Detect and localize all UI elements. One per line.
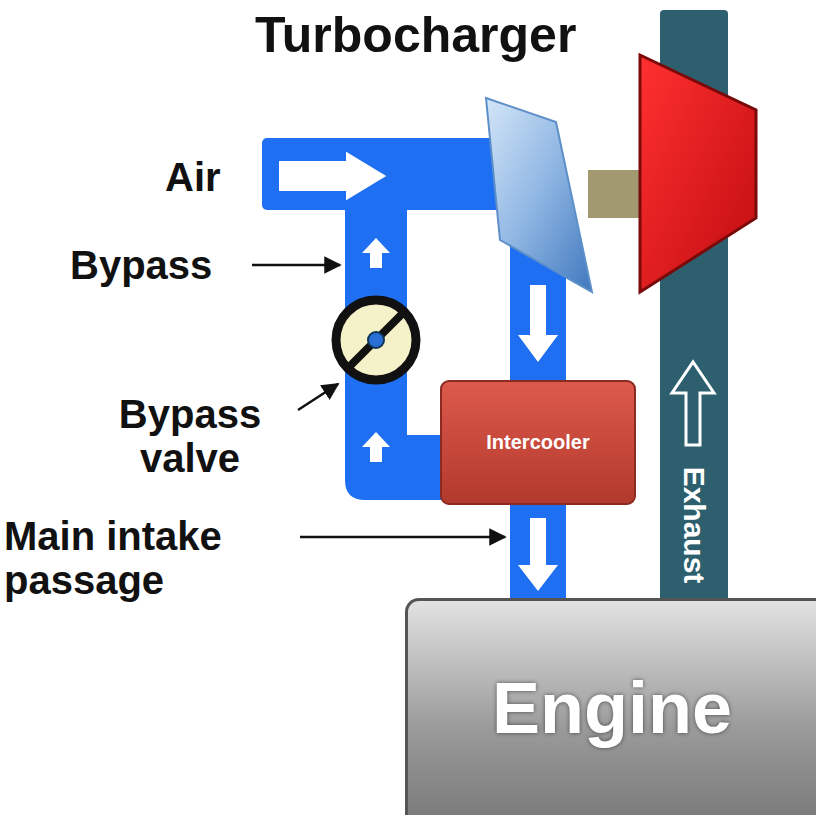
intercooler-box: Intercooler	[440, 380, 636, 505]
flow-arrow-shaft	[530, 518, 546, 567]
node-text: Engine	[492, 667, 732, 749]
intake-connector	[518, 504, 558, 599]
bypass-valve-symbol	[336, 300, 416, 380]
part-label: Bypass valve	[75, 392, 305, 480]
turbine	[640, 55, 756, 292]
title-label: Turbocharger	[255, 8, 635, 63]
flow-arrow	[362, 432, 390, 462]
engine-box: Engine	[405, 598, 816, 815]
leader-line	[252, 264, 340, 267]
pipe-segment	[510, 504, 566, 599]
leader-line	[300, 536, 505, 539]
turbo-shaft	[588, 170, 646, 218]
flow-arrow	[518, 285, 558, 362]
node-text: Exhaust	[677, 467, 711, 584]
part-label: Main intake passage	[4, 514, 300, 602]
arrow-head	[518, 565, 558, 591]
part-label: Bypass	[70, 243, 250, 287]
flow-arrow	[672, 362, 714, 445]
flow-arrow	[278, 150, 388, 202]
leader-line	[298, 384, 338, 410]
air-pipe	[262, 138, 512, 210]
compressor	[486, 98, 592, 292]
flow-label: Air	[165, 155, 265, 199]
node-text: Intercooler	[486, 431, 589, 454]
flow-arrow	[362, 238, 390, 268]
